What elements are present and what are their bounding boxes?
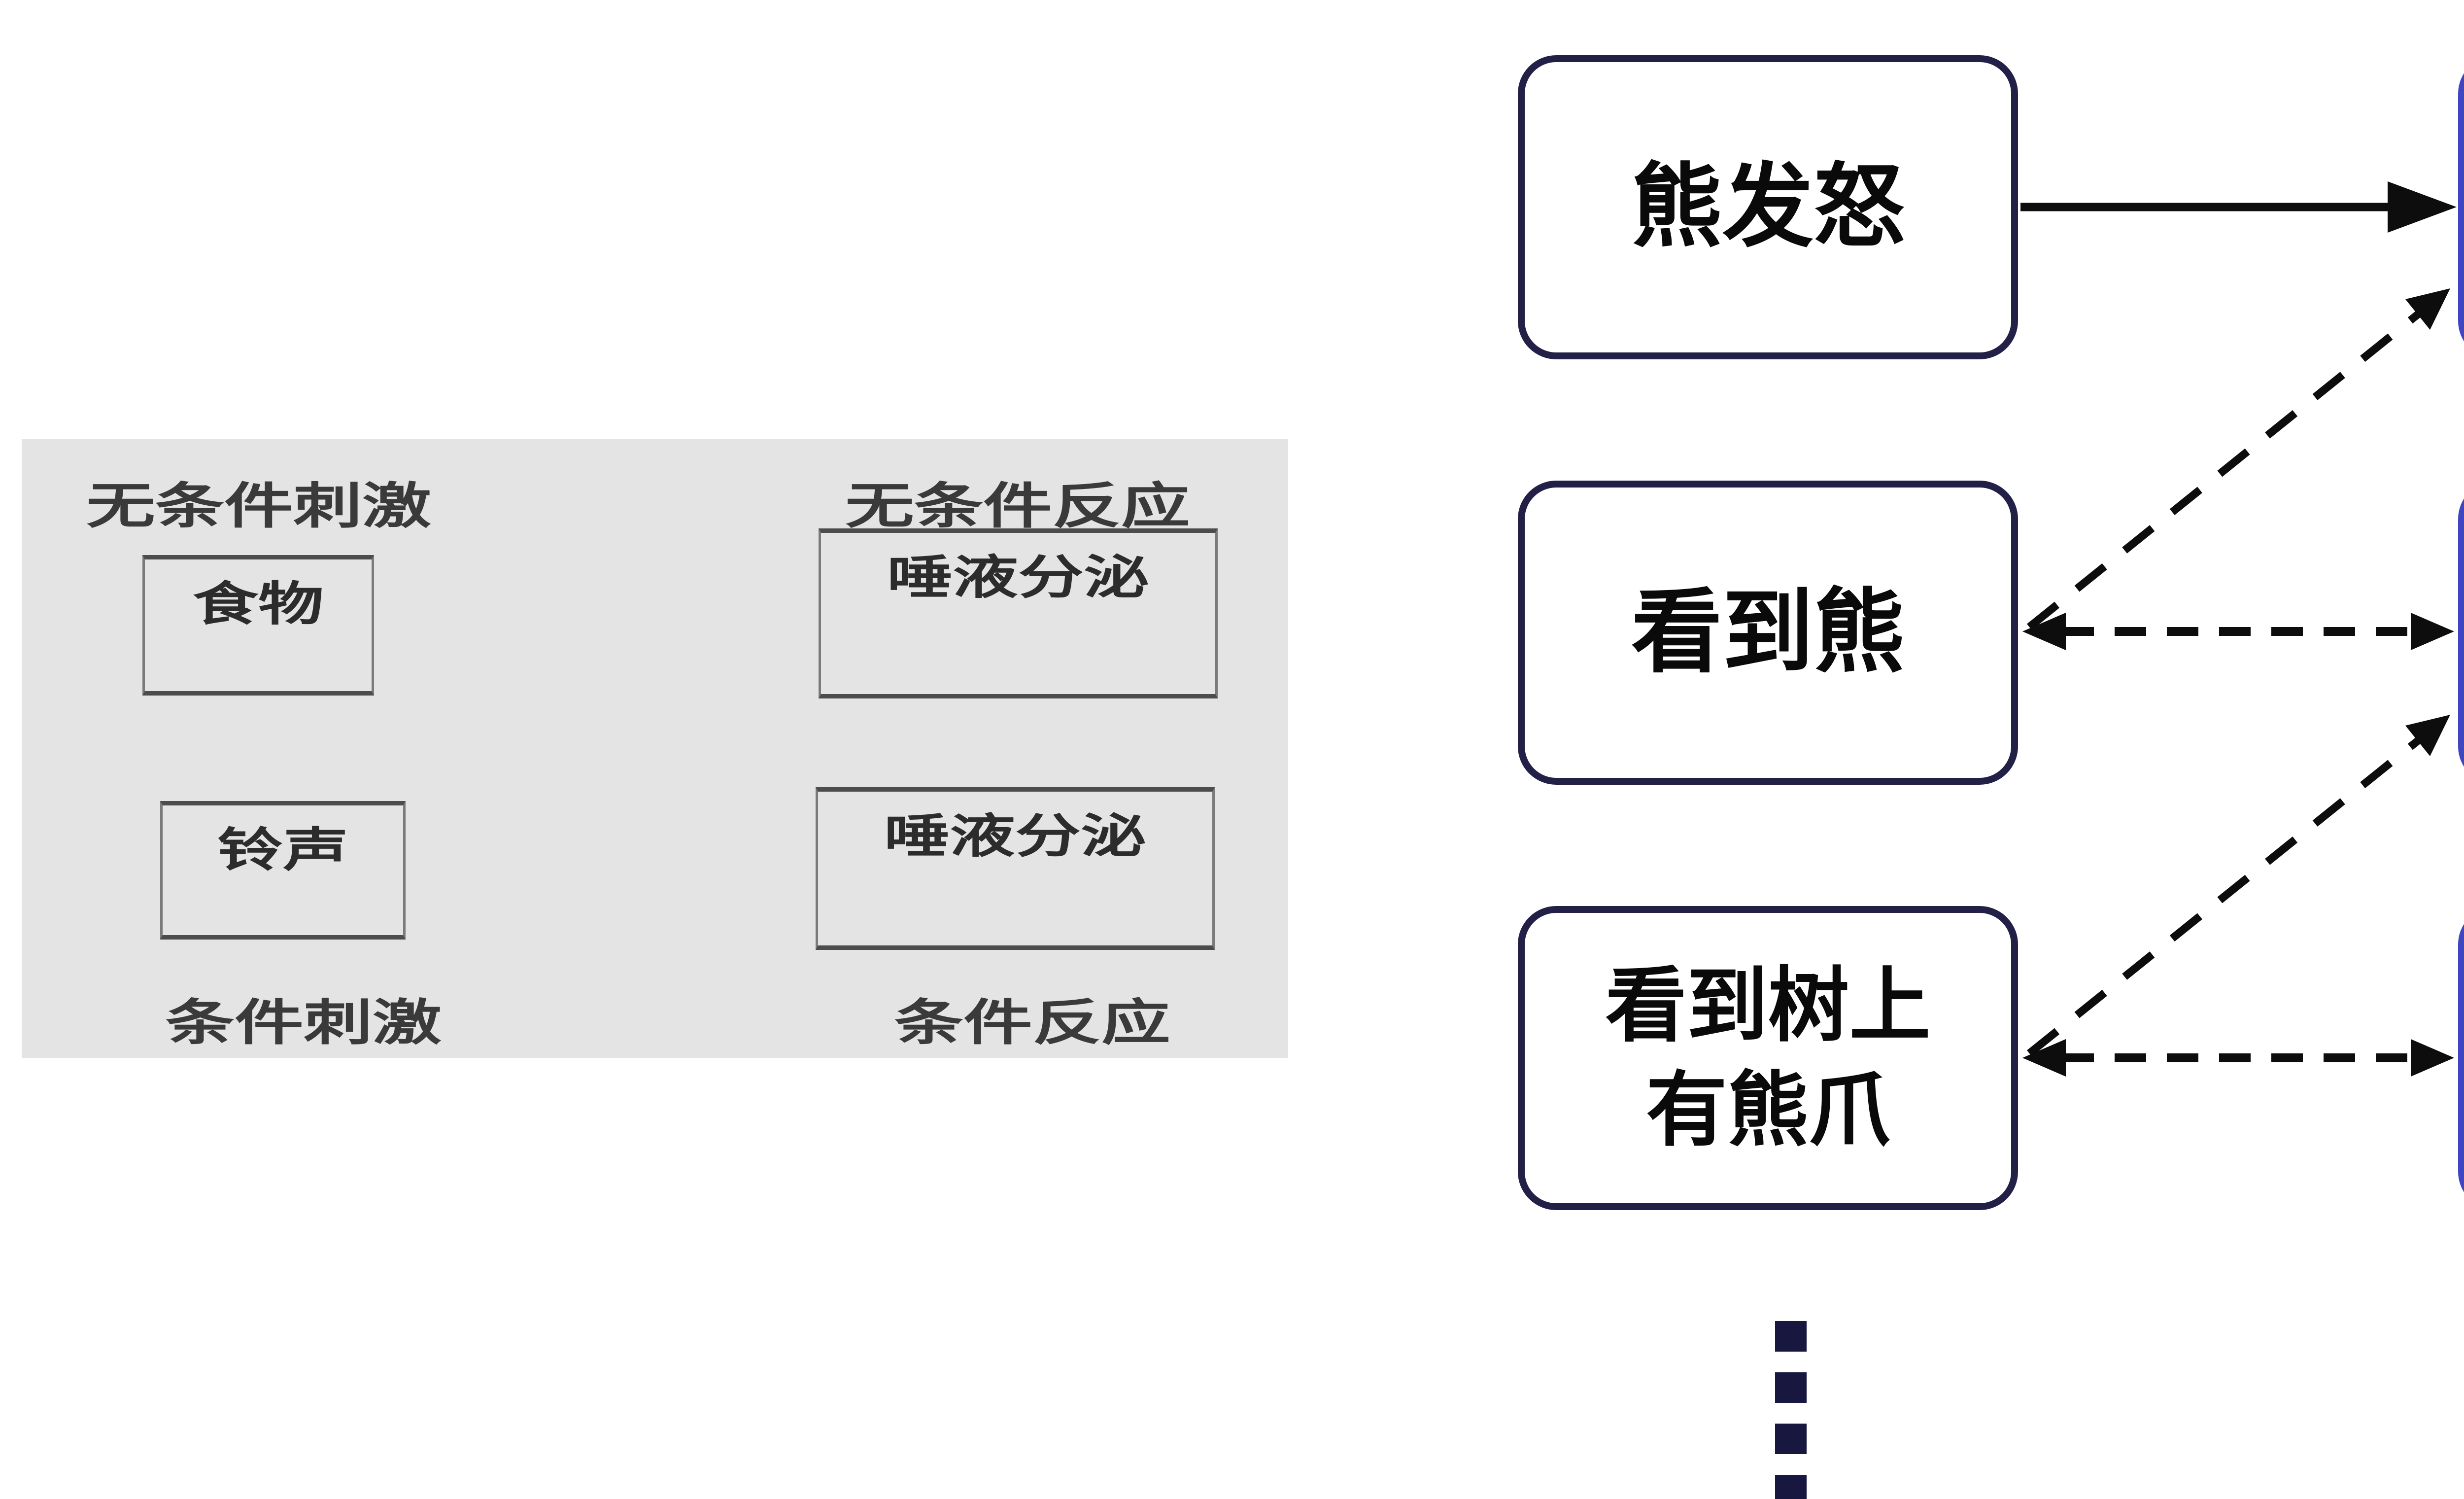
node-salivation-bottom: 唾液分泌 <box>816 787 1215 950</box>
node-see-bear: 看到熊 <box>1518 481 2018 785</box>
node-bell: 铃声 <box>160 801 406 940</box>
node-bear-angry-label: 熊发怒 <box>1631 156 1905 258</box>
node-value-next-state: V(s′) <box>2458 481 2464 785</box>
node-bear-angry: 熊发怒 <box>1518 55 2018 359</box>
node-reward: 奖励 <box>2458 55 2464 359</box>
node-food-label: 食物 <box>192 578 324 630</box>
arrow-bear-to-reward <box>2020 181 2457 233</box>
node-see-claws: 看到树上 有熊爪 <box>1518 906 2018 1210</box>
arrow-see-bear-to-value-next-dashed <box>2022 613 2454 650</box>
node-bell-label: 铃声 <box>217 824 349 876</box>
arrow-see-claws-to-value-dashed <box>2022 1039 2454 1077</box>
label-unconditioned-stimulus: 无条件刺激 <box>86 479 431 534</box>
label-conditioned-response: 条件反应 <box>894 995 1170 1050</box>
node-see-claws-line1: 看到树上 <box>1605 960 1931 1051</box>
node-see-claws-line2: 有熊爪 <box>1646 1064 1890 1155</box>
node-value-state: V(s) <box>2458 906 2464 1210</box>
node-see-bear-label: 看到熊 <box>1631 582 1905 684</box>
arrow-see-claws-to-value-next-dashed <box>2026 715 2450 1057</box>
arrow-see-bear-to-reward-dashed <box>2026 288 2450 630</box>
classical-conditioning-panel: 无条件刺激 无条件反应 条件刺激 条件反应 食物 唾液分泌 铃声 唾液分泌 <box>22 439 1288 1058</box>
node-salivation-top-label: 唾液分泌 <box>887 552 1150 604</box>
node-food: 食物 <box>142 555 374 696</box>
label-unconditioned-response: 无条件反应 <box>845 479 1190 534</box>
label-conditioned-stimulus: 条件刺激 <box>166 995 442 1050</box>
ellipsis-states <box>1775 1321 1807 1499</box>
node-salivation-top: 唾液分泌 <box>819 528 1218 698</box>
node-salivation-bottom-label: 唾液分泌 <box>884 810 1147 863</box>
